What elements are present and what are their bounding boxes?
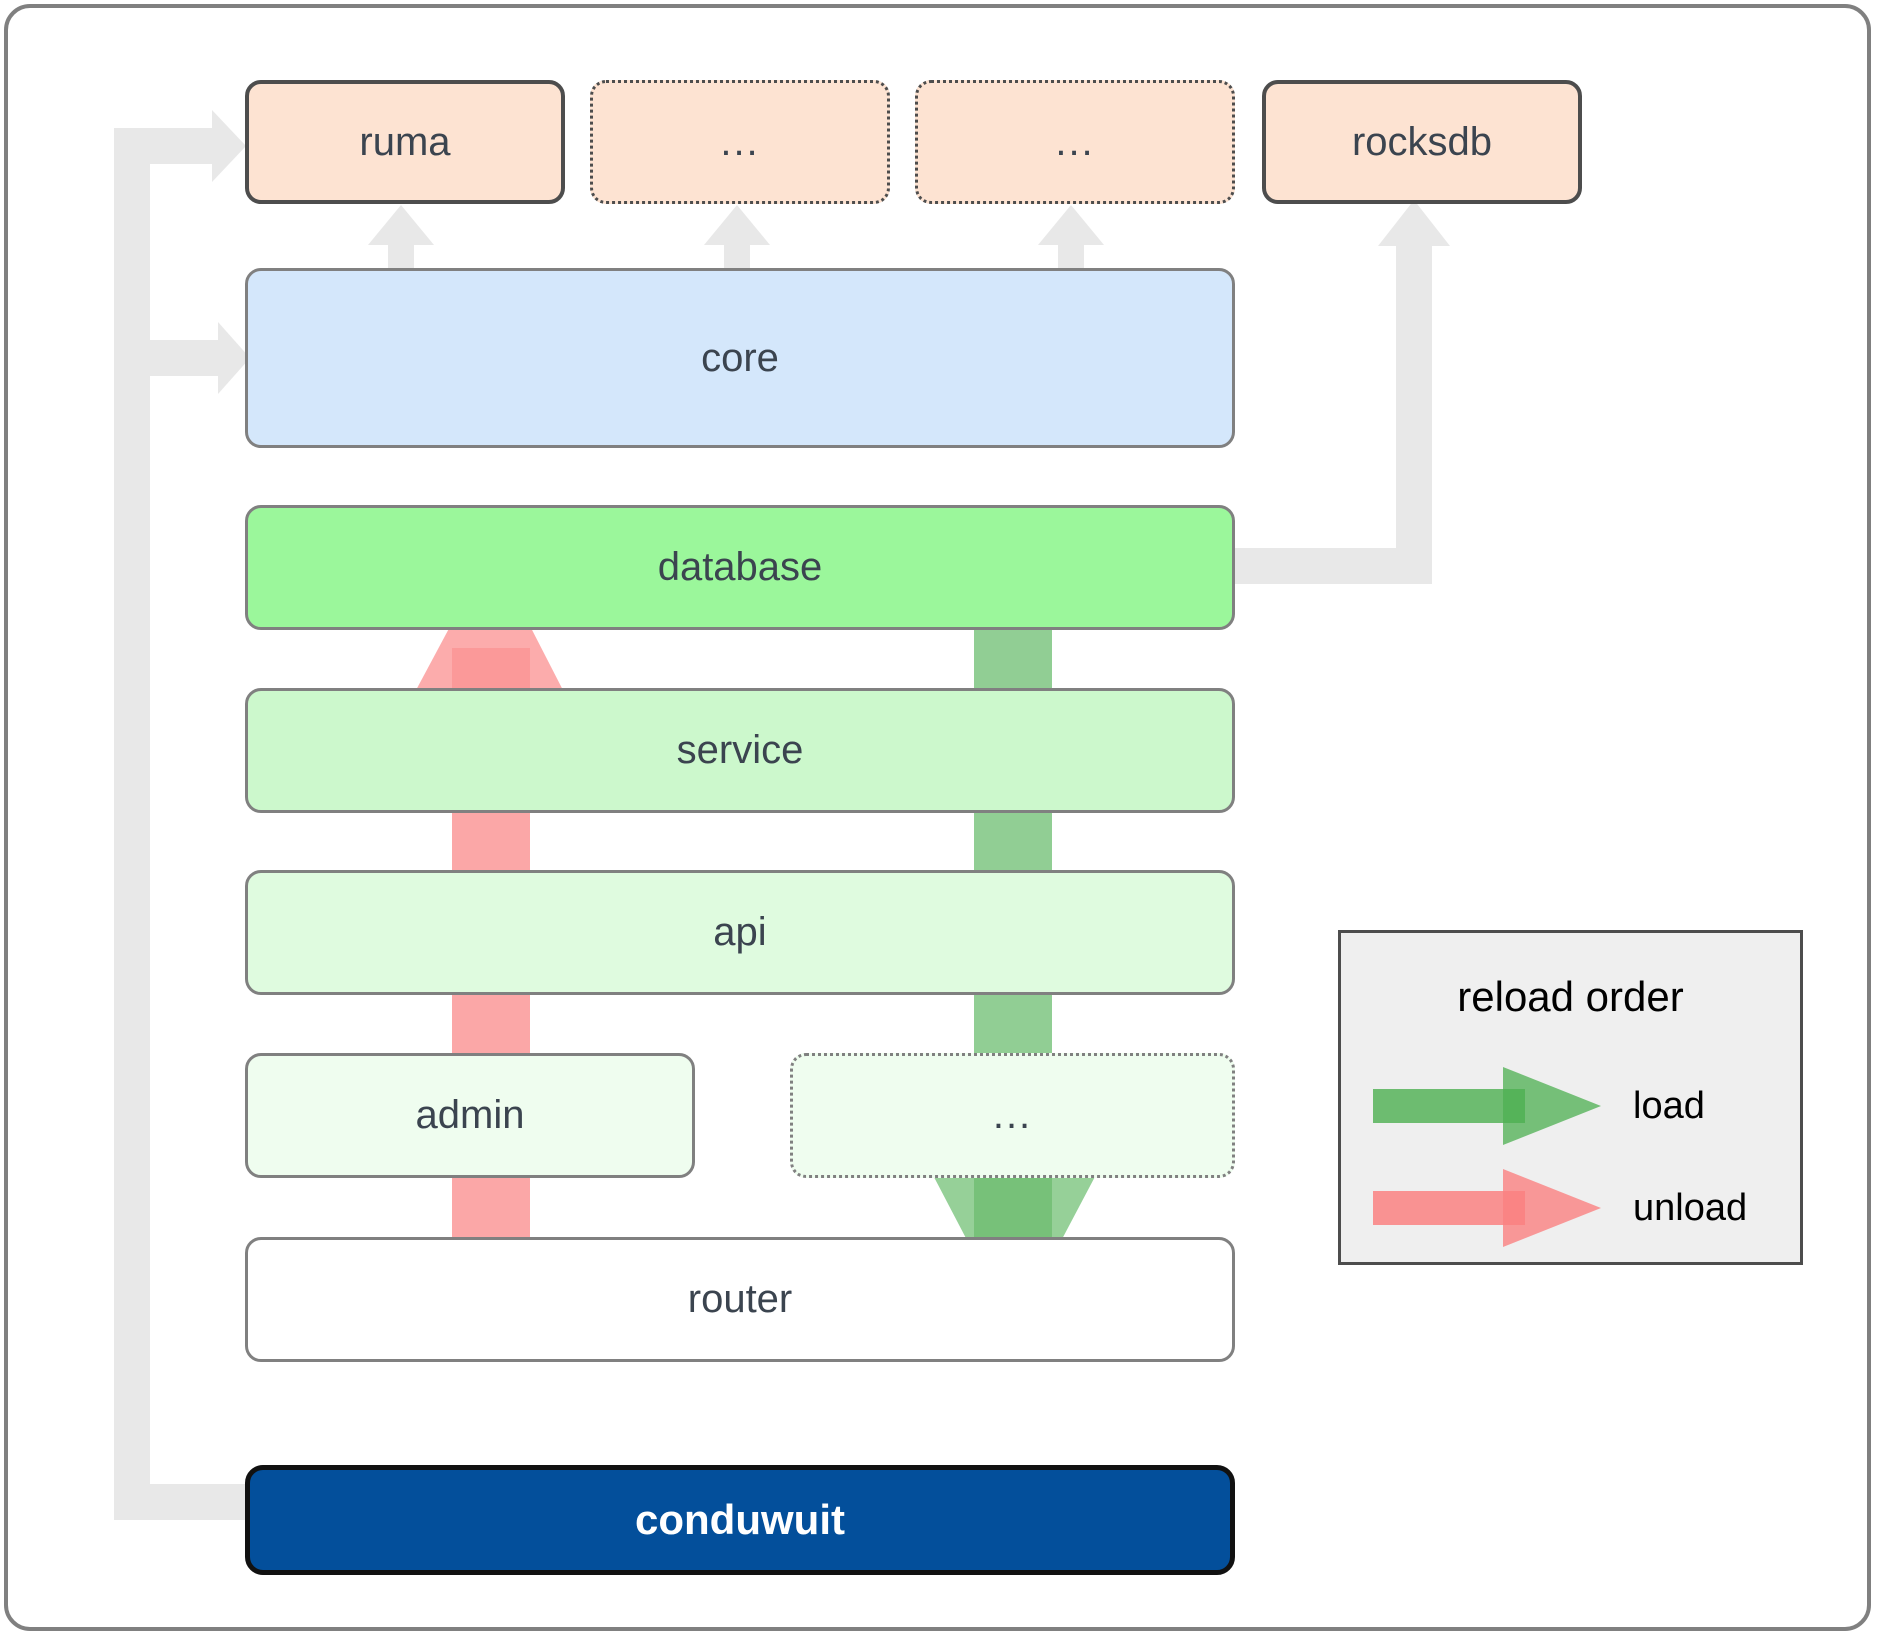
layer-label: core: [701, 335, 779, 380]
diagram-frame: [4, 4, 1871, 1631]
dependency-label: ruma: [359, 119, 451, 164]
load-arrow-icon: [1373, 1067, 1601, 1145]
dependency-label: rocksdb: [1351, 119, 1493, 164]
binary-box-conduwuit[interactable]: conduwuit: [245, 1465, 1235, 1575]
layer-box-core[interactable]: core: [245, 268, 1235, 448]
binary-label: conduwuit: [635, 1496, 845, 1543]
legend-item-load: load: [1369, 1063, 1789, 1149]
layer-box-api[interactable]: api: [245, 870, 1235, 995]
legend-item-unload: unload: [1369, 1165, 1789, 1251]
layer-label: ...: [992, 1093, 1033, 1137]
layer-label: database: [657, 545, 823, 589]
layer-box-router[interactable]: router: [245, 1237, 1235, 1362]
dependency-label: ...: [720, 119, 760, 164]
unload-arrow-icon: [1373, 1169, 1601, 1247]
layer-box-admin[interactable]: admin: [245, 1053, 695, 1178]
dependency-box-rocksdb[interactable]: rocksdb: [1262, 80, 1582, 204]
legend-label: unload: [1633, 1186, 1748, 1229]
legend-title: reload order: [1457, 973, 1684, 1020]
layer-box-placeholder[interactable]: ...: [790, 1053, 1235, 1178]
layer-label: api: [713, 910, 767, 954]
legend-label: load: [1633, 1084, 1705, 1127]
dependency-box-ruma[interactable]: ruma: [245, 80, 565, 204]
layer-box-service[interactable]: service: [245, 688, 1235, 813]
dependency-box-placeholder-2[interactable]: ...: [915, 80, 1235, 204]
dependency-label: ...: [1055, 119, 1095, 164]
legend-panel: reload order load unload: [1338, 930, 1803, 1265]
layer-label: router: [687, 1277, 793, 1321]
dependency-box-placeholder-1[interactable]: ...: [590, 80, 890, 204]
layer-box-database[interactable]: database: [245, 505, 1235, 630]
layer-label: admin: [415, 1093, 525, 1137]
layer-label: service: [676, 728, 804, 772]
